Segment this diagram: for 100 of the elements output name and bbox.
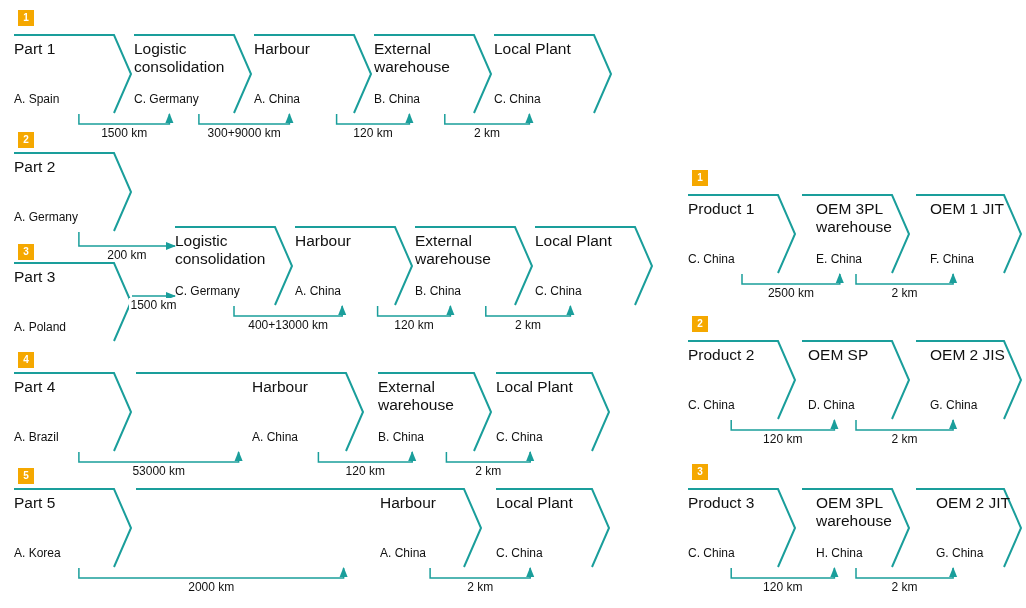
process-step bbox=[802, 488, 910, 568]
step-title: Harbour bbox=[254, 40, 310, 58]
location-label: C. Germany bbox=[134, 91, 199, 106]
step-title: OEM 2 JIT bbox=[936, 494, 1011, 512]
step-title: OEM SP bbox=[808, 346, 869, 364]
location-label: D. China bbox=[808, 397, 855, 412]
process-step bbox=[688, 488, 796, 568]
process-step bbox=[688, 340, 796, 420]
step-number: 1 bbox=[18, 10, 34, 26]
step-number: 3 bbox=[18, 244, 34, 260]
process-step bbox=[415, 226, 533, 306]
process-step bbox=[295, 226, 413, 306]
distance-label: 120 km bbox=[343, 464, 387, 478]
step-title: OEM 3PL warehouse bbox=[816, 494, 893, 530]
location-label: B. China bbox=[378, 429, 425, 444]
location-label: E. China bbox=[816, 251, 863, 266]
process-step bbox=[254, 34, 372, 114]
process-step bbox=[496, 372, 610, 452]
process-step bbox=[14, 262, 132, 342]
step-title: Local Plant bbox=[535, 232, 612, 250]
process-step bbox=[496, 488, 610, 568]
distance-label: 300+9000 km bbox=[205, 126, 283, 140]
location-label: C. China bbox=[688, 397, 735, 412]
step-number: 1 bbox=[692, 170, 708, 186]
location-label: C. China bbox=[496, 545, 543, 560]
step-title: Harbour bbox=[295, 232, 351, 250]
step-title: Local Plant bbox=[496, 494, 573, 512]
process-step bbox=[378, 372, 492, 452]
arrow bbox=[855, 272, 958, 285]
step-title: Part 5 bbox=[14, 494, 56, 512]
arrow bbox=[730, 566, 839, 579]
process-step bbox=[535, 226, 653, 306]
arrow bbox=[741, 272, 844, 285]
location-label: C. China bbox=[688, 545, 735, 560]
step-title: OEM 1 JIT bbox=[930, 200, 1005, 218]
location-label: C. China bbox=[494, 91, 541, 106]
step-title: Product 3 bbox=[688, 494, 755, 512]
step-title: Part 4 bbox=[14, 378, 56, 396]
process-step bbox=[494, 34, 612, 114]
location-label: H. China bbox=[816, 545, 863, 560]
arrow bbox=[233, 304, 347, 317]
arrow bbox=[78, 112, 174, 125]
step-title: External warehouse bbox=[415, 232, 492, 268]
distance-label: 1500 km bbox=[99, 126, 150, 140]
distance-label: 2 km bbox=[465, 580, 496, 594]
process-step bbox=[134, 34, 252, 114]
step-title: Harbour bbox=[380, 494, 436, 512]
arrow bbox=[78, 231, 177, 251]
arrow bbox=[78, 566, 348, 579]
distance-label: 1500 km bbox=[128, 298, 179, 312]
step-title: Logistic consolidation bbox=[175, 232, 267, 268]
process-step bbox=[916, 340, 1022, 420]
arrow bbox=[317, 450, 417, 463]
process-step bbox=[136, 372, 364, 452]
arrow bbox=[855, 566, 958, 579]
step-number: 2 bbox=[692, 316, 708, 332]
location-label: G. China bbox=[936, 545, 984, 560]
step-number: 3 bbox=[692, 464, 708, 480]
process-step bbox=[688, 194, 796, 274]
distance-label: 2 km bbox=[473, 464, 504, 478]
step-number: 2 bbox=[18, 132, 34, 148]
step-title: OEM 2 JIS bbox=[930, 346, 1005, 364]
step-title: OEM 3PL warehouse bbox=[816, 200, 893, 236]
step-title: External warehouse bbox=[374, 40, 451, 76]
step-title: Part 1 bbox=[14, 40, 56, 58]
arrow bbox=[429, 566, 535, 579]
location-label: A. China bbox=[295, 283, 342, 298]
location-label: A. Poland bbox=[14, 319, 67, 334]
arrow bbox=[78, 450, 243, 463]
location-label: A. Korea bbox=[14, 545, 61, 560]
distance-label: 120 km bbox=[392, 318, 436, 332]
process-step bbox=[14, 34, 132, 114]
location-label: B. China bbox=[374, 91, 421, 106]
arrow bbox=[444, 112, 534, 125]
distance-label: 2000 km bbox=[186, 580, 237, 594]
location-label: C. Germany bbox=[175, 283, 240, 298]
distance-label: 2 km bbox=[513, 318, 544, 332]
process-step bbox=[802, 340, 910, 420]
arrow bbox=[485, 304, 575, 317]
location-label: G. China bbox=[930, 397, 978, 412]
distance-label: 2 km bbox=[889, 286, 920, 300]
process-step bbox=[14, 488, 132, 568]
distance-label: 200 km bbox=[105, 248, 149, 262]
distance-label: 400+13000 km bbox=[246, 318, 330, 332]
distance-label: 2500 km bbox=[765, 286, 816, 300]
arrow bbox=[730, 418, 839, 431]
process-step bbox=[136, 488, 482, 568]
process-step bbox=[175, 226, 293, 306]
step-title: Local Plant bbox=[494, 40, 571, 58]
arrow bbox=[855, 418, 958, 431]
location-label: A. Spain bbox=[14, 91, 60, 106]
distance-label: 2 km bbox=[889, 432, 920, 446]
arrow bbox=[131, 291, 177, 301]
distance-label: 120 km bbox=[351, 126, 395, 140]
step-title: Product 2 bbox=[688, 346, 755, 364]
step-number: 4 bbox=[18, 352, 34, 368]
distance-label: 120 km bbox=[761, 580, 805, 594]
arrow bbox=[335, 112, 414, 125]
location-label: A. China bbox=[380, 545, 427, 560]
location-label: A. Brazil bbox=[14, 429, 59, 444]
